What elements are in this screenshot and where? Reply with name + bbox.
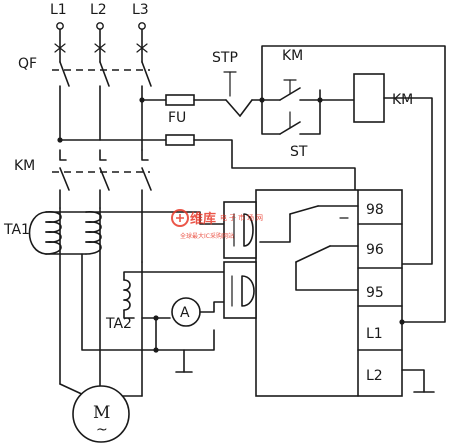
- label-l1: L1: [50, 2, 67, 18]
- terminal-relay-l2: L2: [366, 368, 383, 384]
- label-st: ST: [290, 144, 308, 160]
- contactor-km: KM: [14, 149, 152, 263]
- label-motor: M: [93, 403, 110, 423]
- relay-sensor-lower: [223, 261, 257, 319]
- watermark-brand: 维库: [190, 211, 216, 227]
- label-motor-tilde: ~: [96, 422, 108, 438]
- watermark: 维库 电子市场网 全球最大IC采购网站: [171, 209, 265, 240]
- label-l2: L2: [90, 2, 107, 18]
- current-transformer-ta1: TA1: [3, 207, 225, 397]
- terminal-96: 96: [366, 242, 384, 258]
- protection-relay: 98 96 95 L1 L2: [223, 189, 403, 397]
- label-ta1: TA1: [3, 222, 30, 238]
- terminal-95: 95: [366, 285, 384, 301]
- label-qf: QF: [18, 56, 37, 72]
- label-stp: STP: [212, 50, 238, 66]
- terminal-relay-l1: L1: [366, 326, 383, 342]
- relay-sensor-upper: [223, 201, 257, 259]
- motor: M ~: [59, 383, 143, 443]
- motor-circle: [72, 385, 130, 443]
- label-ammeter: A: [180, 305, 190, 321]
- label-ta2: TA2: [105, 316, 132, 332]
- watermark-line2: 全球最大IC采购网站: [180, 232, 234, 240]
- label-fu: FU: [168, 110, 186, 126]
- stop-button-stp: STP: [212, 50, 263, 117]
- label-km-coil: KM: [392, 92, 413, 108]
- current-transformer-ta2: TA2: [81, 253, 225, 397]
- fuse-fu-upper: [165, 94, 195, 106]
- control-contacts: KM ST: [259, 45, 446, 323]
- supply-terminals: L1 L2 L3: [50, 2, 149, 30]
- terminal-98: 98: [366, 202, 384, 218]
- km-coil-box: [353, 73, 385, 123]
- fuse-fu-lower: [165, 134, 195, 146]
- breaker-qf: QF: [18, 28, 152, 151]
- relay-power: [399, 319, 435, 393]
- label-l3: L3: [132, 2, 149, 18]
- watermark-logo-icon: [171, 209, 189, 227]
- label-km-left: KM: [14, 158, 35, 174]
- watermark-line1: 电子市场网: [220, 213, 265, 222]
- label-km-top: KM: [282, 48, 303, 64]
- ammeter: A: [171, 297, 225, 327]
- coil-km: KM: [353, 73, 433, 265]
